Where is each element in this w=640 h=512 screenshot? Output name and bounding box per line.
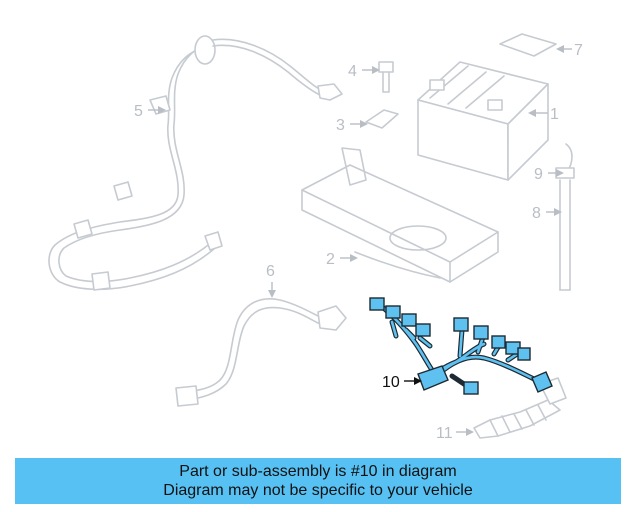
callout-9: 9 [534, 166, 564, 183]
banner-line-1: Part or sub-assembly is #10 in diagram [179, 463, 457, 480]
callout-4-label: 4 [348, 63, 357, 80]
callout-5: 5 [134, 103, 166, 120]
callout-7: 7 [556, 42, 583, 59]
callout-6-label: 6 [266, 263, 275, 280]
part-10-wiring-harness [369, 297, 553, 395]
callout-8-label: 8 [532, 205, 541, 222]
part-7-cover [499, 33, 557, 57]
part-1-battery [417, 61, 549, 181]
callout-10: 10 [382, 374, 422, 391]
callout-4: 4 [348, 63, 380, 80]
parts-diagram: 1 2 3 4 5 6 7 8 9 10 [48, 33, 583, 442]
part-info-banner: Part or sub-assembly is #10 in diagram D… [15, 458, 621, 504]
callout-1-label: 1 [550, 106, 559, 123]
callout-10-label: 10 [382, 374, 400, 391]
callout-8: 8 [532, 205, 562, 222]
part-3-clamp [365, 109, 399, 129]
callout-3: 3 [336, 117, 368, 134]
part-11-boot [473, 377, 567, 439]
callout-3-label: 3 [336, 117, 345, 134]
callout-11: 11 [436, 425, 474, 442]
callout-2-label: 2 [326, 251, 335, 268]
callout-9-label: 9 [534, 166, 543, 183]
banner-line-2: Diagram may not be specific to your vehi… [163, 482, 473, 499]
callout-6: 6 [266, 263, 276, 298]
part-5-cable [48, 35, 343, 291]
part-4-bolt [378, 61, 394, 93]
callout-2: 2 [326, 251, 358, 268]
part-2-tray [301, 147, 499, 283]
callout-1: 1 [528, 106, 559, 123]
callout-7-label: 7 [574, 42, 583, 59]
part-6-cable [175, 298, 347, 407]
callout-11-label: 11 [436, 425, 453, 442]
callout-5-label: 5 [134, 103, 143, 120]
part-8-tube [559, 179, 571, 291]
